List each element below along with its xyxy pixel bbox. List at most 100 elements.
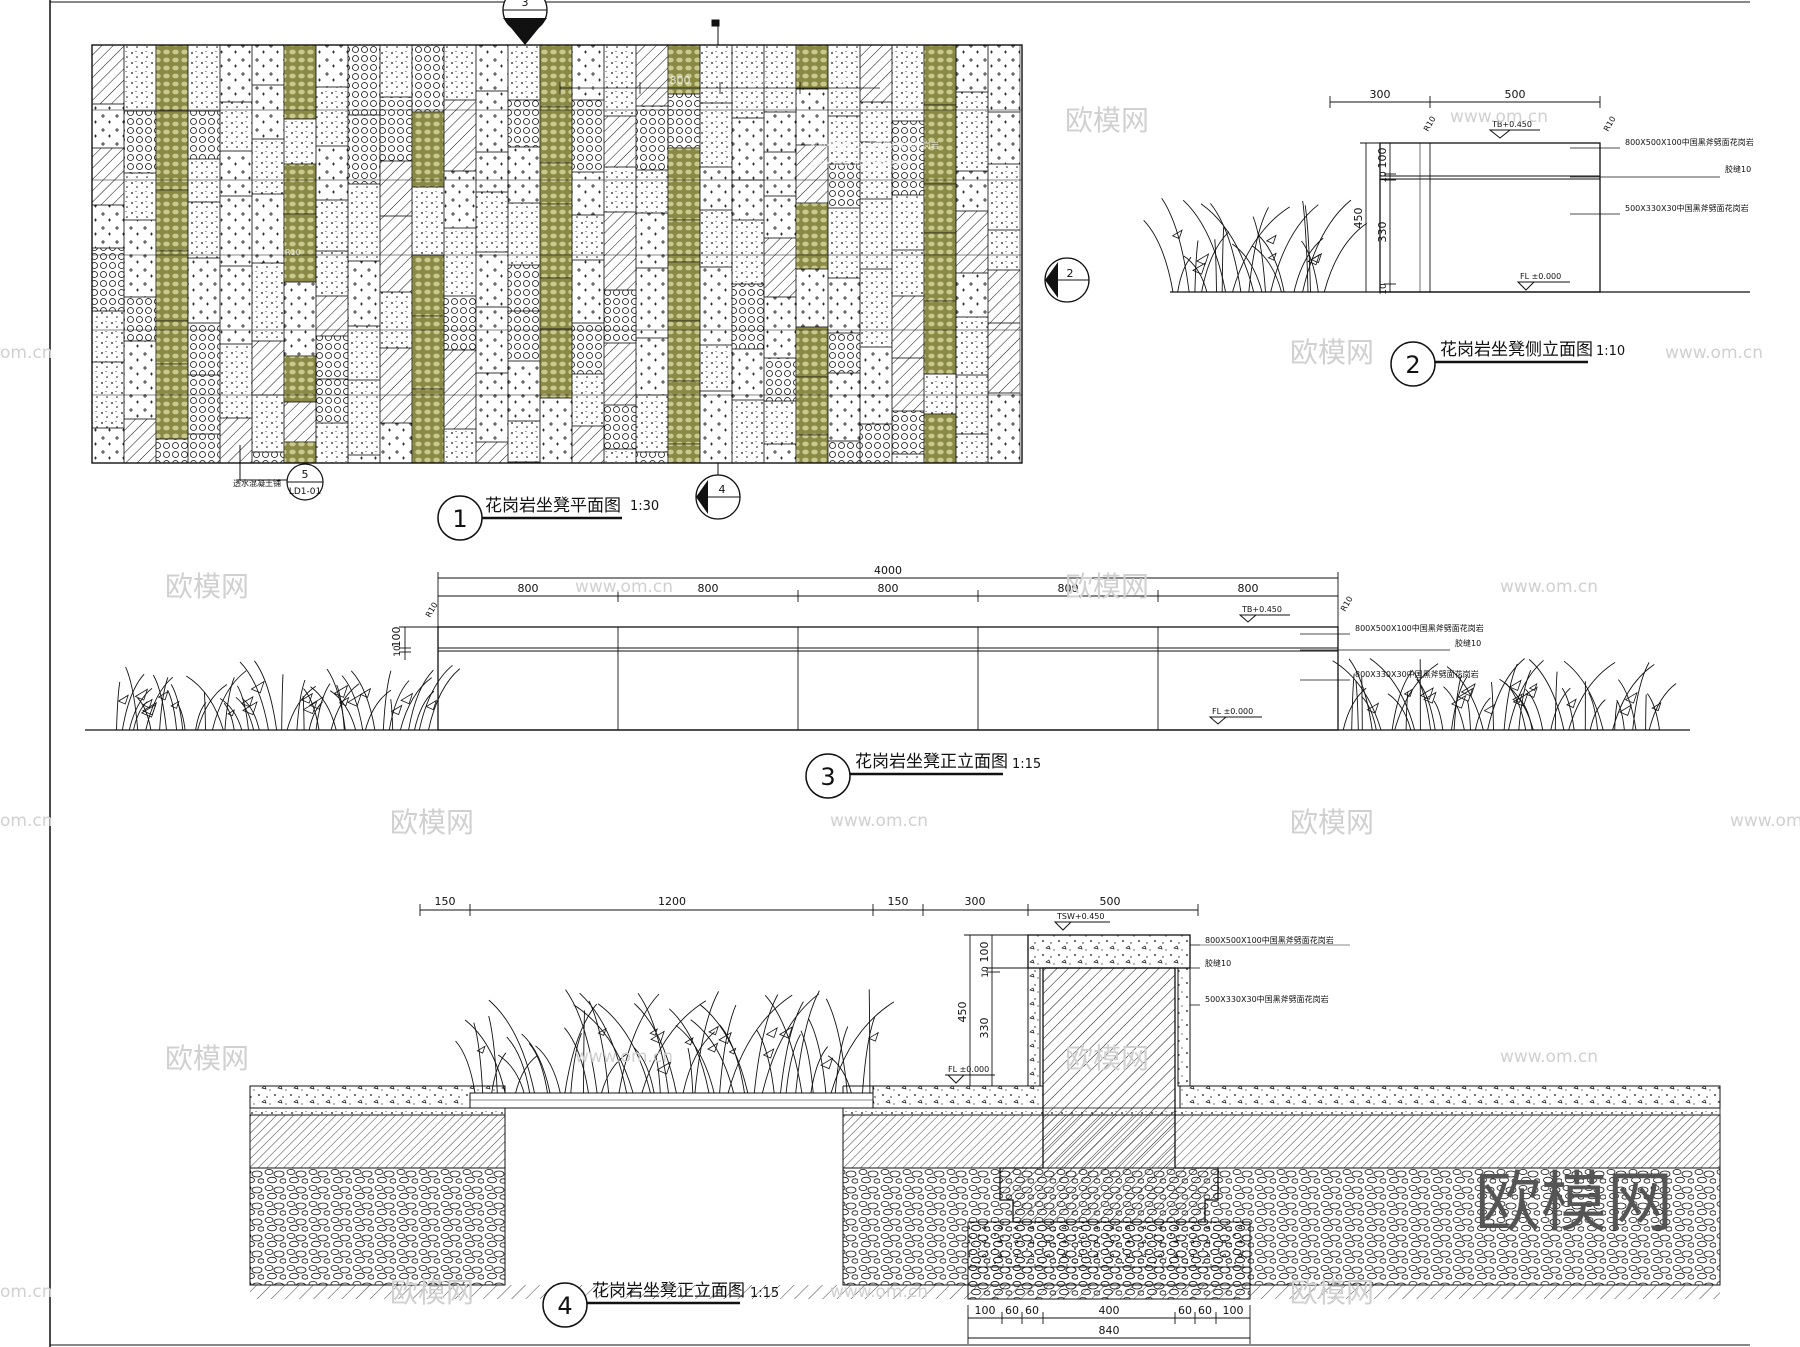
paver-tile bbox=[699, 344, 733, 392]
plant-blade bbox=[825, 998, 848, 1094]
plant-blade bbox=[1369, 658, 1416, 731]
section-dim-300: 300 bbox=[965, 895, 986, 908]
plant-blade bbox=[535, 1045, 561, 1094]
plant-leaf bbox=[1566, 698, 1577, 709]
plant-blade bbox=[1453, 674, 1463, 731]
paver-tile bbox=[763, 357, 797, 402]
plant-blade bbox=[364, 689, 392, 731]
plant-blade bbox=[455, 1040, 476, 1094]
paver-tile bbox=[507, 99, 541, 148]
plan-dim-3: 800 bbox=[750, 74, 771, 87]
paver-tile bbox=[859, 44, 893, 103]
section-dim-500: 500 bbox=[1100, 895, 1121, 908]
paver-tile bbox=[91, 247, 125, 312]
plant-blade bbox=[1201, 231, 1230, 293]
plant-blade bbox=[1646, 693, 1660, 731]
plant-blade bbox=[641, 1000, 707, 1094]
watermark-brand: 欧模网 bbox=[165, 570, 249, 603]
paver-tile bbox=[955, 433, 989, 464]
front-note-cap: 800X500X100中国黑斧劈面花岗岩 bbox=[1355, 623, 1484, 633]
plant-blade bbox=[254, 660, 278, 731]
paver-tile bbox=[219, 265, 253, 345]
section-note-cap: 800X500X100中国黑斧劈面花岗岩 bbox=[1205, 935, 1334, 945]
paver-tile bbox=[507, 202, 541, 266]
front-title-number: 3 bbox=[820, 763, 835, 791]
paver-tile bbox=[155, 320, 189, 365]
paver-tile bbox=[987, 111, 1021, 165]
paver-tile bbox=[635, 451, 669, 464]
plant-blade bbox=[211, 670, 247, 731]
paver-tile bbox=[667, 147, 701, 221]
plant-blade bbox=[1232, 206, 1290, 293]
section-level-floor: FL ±0.000 bbox=[945, 1065, 995, 1084]
plant-blade bbox=[350, 670, 376, 731]
paver-tile bbox=[187, 433, 221, 464]
watermark-brand: 欧模网 bbox=[1065, 570, 1149, 603]
plant-blade bbox=[862, 1015, 876, 1094]
plant-blade bbox=[237, 685, 249, 731]
section-vdim-450: 450 bbox=[956, 1002, 969, 1023]
paver-tile bbox=[315, 250, 349, 297]
plant-blade bbox=[1387, 693, 1412, 731]
watermark-brand: 欧模网 bbox=[1065, 1042, 1149, 1075]
sheet-frame bbox=[49, 0, 1750, 1347]
plant-blade bbox=[1519, 698, 1533, 731]
paver-tile bbox=[987, 322, 1021, 394]
plant-blade bbox=[186, 675, 224, 731]
watermark-brand: 欧模网 bbox=[390, 1276, 474, 1309]
svg-text:TB+0.450: TB+0.450 bbox=[1491, 120, 1532, 129]
plant-blade bbox=[1323, 222, 1368, 293]
watermarks: 欧模网 www.om.cn om.cn 欧模网 www.om.cn 欧模网 ww… bbox=[0, 104, 1800, 1309]
front-radius-left: R10 bbox=[424, 601, 440, 619]
paver-tile bbox=[795, 376, 829, 436]
paver-tile bbox=[187, 201, 221, 259]
plant-blade bbox=[1614, 701, 1618, 731]
paver-tile bbox=[475, 44, 509, 92]
paver-tile bbox=[603, 166, 637, 213]
paver-tile bbox=[667, 44, 701, 95]
paver-tile bbox=[219, 44, 253, 103]
watermark-brand: 欧模网 bbox=[390, 806, 474, 839]
plan-view-drawing: 3 2 4 800 800 800 450 800X500X100中国黑斧劈面花… bbox=[91, 0, 1090, 541]
paver-tile bbox=[635, 44, 669, 107]
paver-tile bbox=[539, 162, 573, 205]
plant-leaf bbox=[1450, 694, 1467, 709]
plant-leaf bbox=[1423, 691, 1437, 704]
paver-tile bbox=[699, 390, 733, 464]
section-marker-4-label: 4 bbox=[719, 483, 726, 496]
paver-tile bbox=[251, 193, 285, 264]
watermark-brand: 欧模网 bbox=[1065, 104, 1149, 137]
paver-tile bbox=[699, 266, 733, 346]
plant-blade bbox=[694, 991, 719, 1094]
plant-leaf bbox=[1460, 682, 1476, 697]
plant-leaf bbox=[142, 701, 157, 716]
plant-blade bbox=[1487, 658, 1525, 731]
plant-blade bbox=[1200, 203, 1255, 293]
front-total-4000: 4000 bbox=[874, 564, 902, 577]
paver-tile bbox=[283, 401, 317, 443]
plant-blade bbox=[1270, 204, 1319, 293]
section-bench-panel-left bbox=[1027, 967, 1041, 1087]
paver-tile bbox=[539, 397, 573, 464]
paver-tile bbox=[155, 110, 189, 191]
plant-blade bbox=[133, 701, 148, 731]
paver-tile bbox=[603, 289, 637, 344]
side-title-number: 2 bbox=[1405, 351, 1420, 379]
plant-blade bbox=[137, 697, 152, 731]
paver-tile bbox=[891, 357, 925, 412]
section-vertical-dimensions bbox=[964, 934, 1028, 1087]
watermark-site: www.om.cn bbox=[1665, 343, 1763, 363]
plant-blade bbox=[203, 692, 206, 731]
paver-tile bbox=[411, 254, 445, 317]
section-bdim-60b: 60 bbox=[1025, 1304, 1039, 1317]
paver-tile bbox=[91, 204, 125, 249]
plant-blade bbox=[868, 989, 871, 1094]
plant-blade bbox=[1568, 662, 1616, 731]
paver-tile bbox=[603, 342, 637, 406]
paver-tile bbox=[123, 219, 157, 298]
front-module-4: 800 bbox=[1058, 582, 1079, 595]
paver-tile bbox=[955, 91, 989, 172]
plant-blade bbox=[1561, 687, 1575, 731]
planter-shrubs bbox=[455, 989, 895, 1094]
detail-reference-note: 透水混凝土铺 bbox=[233, 478, 281, 488]
